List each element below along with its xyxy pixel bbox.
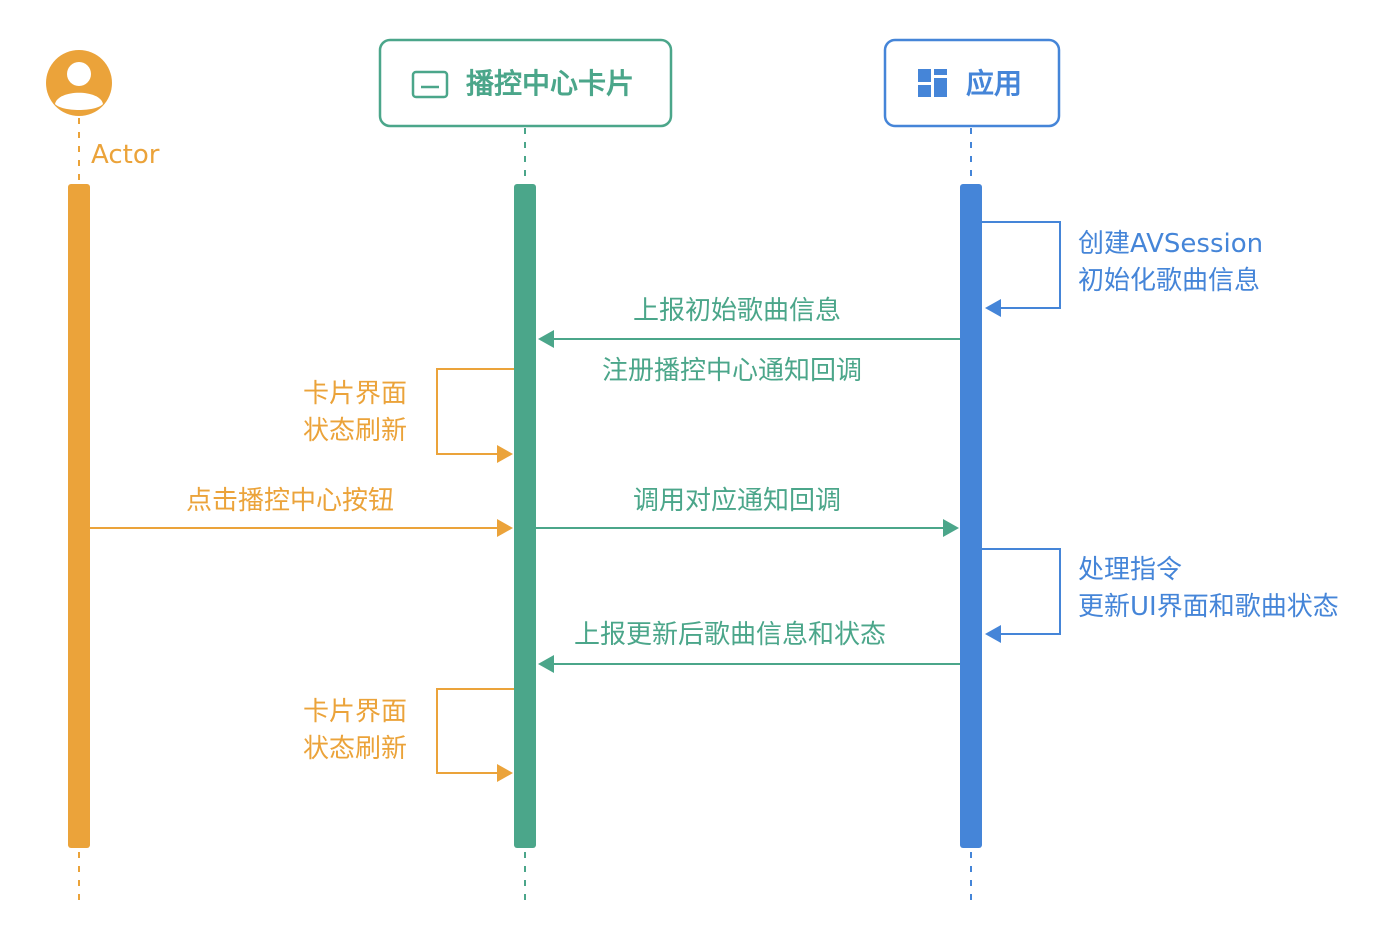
card-activation-bar: [514, 184, 536, 848]
app-self-2-line2: 更新UI界面和歌曲状态: [1078, 592, 1339, 622]
card-self-1-line1: 卡片界面: [303, 379, 408, 409]
app-participant-box: [883, 38, 1061, 128]
app-to-card-1-below-label: 注册播控中心通知回调: [602, 356, 863, 386]
app-self-message-1: [982, 221, 1061, 317]
app-to-card-2-label: 上报更新后歌曲信息和状态: [574, 620, 887, 650]
card-self-message-2: [436, 688, 514, 782]
card-self-2-line2: 状态刷新: [303, 734, 408, 764]
app-to-card-message-1: [538, 330, 960, 348]
card-participant-title: 播控中心卡片: [466, 67, 635, 100]
card-self-1-line2: 状态刷新: [303, 416, 408, 446]
app-participant-title: 应用: [966, 67, 1023, 100]
actor-to-card-message: [90, 519, 513, 537]
card-participant-box: [378, 38, 673, 128]
app-self-1-line1: 创建AVSession: [1078, 229, 1264, 259]
user-avatar-icon: [46, 50, 112, 116]
app-self-2-line1: 处理指令: [1078, 555, 1183, 585]
actor-to-card-label: 点击播控中心按钮: [186, 486, 395, 516]
card-self-message-1: [436, 368, 514, 463]
card-to-app-message: [536, 519, 959, 537]
app-self-1-line2: 初始化歌曲信息: [1078, 266, 1261, 296]
app-to-card-message-2: [538, 655, 960, 673]
grid-app-icon: [918, 69, 947, 97]
app-activation-bar: [960, 184, 982, 848]
actor-activation-bar: [68, 184, 90, 848]
card-icon: [411, 70, 449, 99]
card-self-2-line1: 卡片界面: [303, 697, 408, 727]
card-to-app-label: 调用对应通知回调: [633, 486, 842, 516]
app-self-message-2: [982, 548, 1061, 643]
app-to-card-1-above-label: 上报初始歌曲信息: [633, 296, 842, 326]
actor-label: Actor: [91, 140, 160, 170]
